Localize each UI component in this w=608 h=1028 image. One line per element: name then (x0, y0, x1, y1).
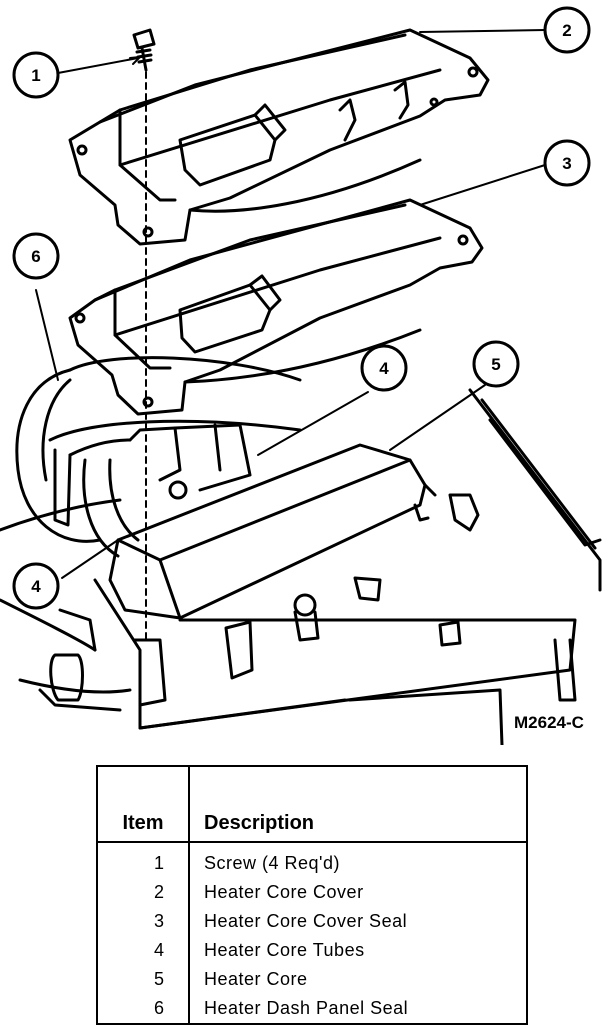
heater-housing-drawing (0, 388, 602, 745)
heater-core-tubes-drawing (53, 423, 252, 558)
callout-1: 1 (12, 51, 60, 99)
callout-6: 6 (12, 232, 60, 280)
callout-3: 3 (543, 139, 591, 187)
description-column-header: Description (189, 766, 527, 843)
callout-4-lower: 4 (12, 562, 60, 610)
svg-text:4: 4 (379, 359, 389, 378)
leader-lines (35, 29, 546, 579)
svg-text:1: 1 (31, 66, 40, 85)
svg-text:4: 4 (31, 577, 41, 596)
table-row: 1 Screw (4 Req'd) (97, 842, 527, 878)
heater-core-cover-seal-drawing (68, 198, 484, 416)
item-number: 5 (97, 965, 190, 994)
screw-drawing (132, 28, 156, 641)
callout-5: 5 (472, 340, 520, 388)
item-description: Heater Core (204, 969, 308, 989)
svg-text:6: 6 (31, 247, 40, 266)
item-description: Heater Core Tubes (204, 940, 365, 960)
table-header-row: Item Description (97, 766, 527, 843)
callout-4-upper: 4 (360, 344, 408, 392)
item-number: 6 (97, 994, 190, 1024)
table-row: 4 Heater Core Tubes (97, 936, 527, 965)
svg-text:2: 2 (562, 21, 571, 40)
svg-text:5: 5 (491, 355, 500, 374)
exploded-view-diagram: 1 2 3 6 4 5 4 M2624-C (0, 6, 602, 745)
table-row: 3 Heater Core Cover Seal (97, 907, 527, 936)
svg-text:3: 3 (562, 154, 571, 173)
item-description: Screw (4 Req'd) (204, 853, 340, 873)
item-number: 2 (97, 878, 190, 907)
item-description: Heater Core Cover (204, 882, 364, 902)
item-number: 4 (97, 936, 190, 965)
item-description: Heater Dash Panel Seal (204, 998, 409, 1018)
heater-core-drawing (108, 443, 480, 647)
parts-table: Item Description 1 Screw (4 Req'd) 2 Hea… (96, 765, 528, 1025)
item-number: 1 (97, 842, 190, 878)
item-description: Heater Core Cover Seal (204, 911, 408, 931)
figure-code: M2624-C (514, 713, 584, 732)
heater-core-cover-drawing (68, 28, 490, 246)
item-column-header: Item (97, 766, 190, 843)
table-row: 5 Heater Core (97, 965, 527, 994)
heater-dash-panel-seal-drawing (0, 356, 302, 543)
table-row: 2 Heater Core Cover (97, 878, 527, 907)
table-row: 6 Heater Dash Panel Seal (97, 994, 527, 1024)
item-number: 3 (97, 907, 190, 936)
callout-2: 2 (543, 6, 591, 54)
